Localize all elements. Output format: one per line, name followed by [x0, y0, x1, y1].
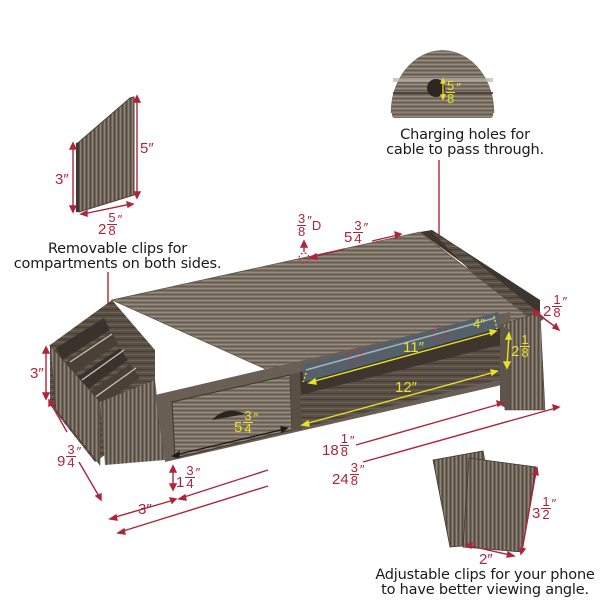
clip-height-short-label: 3″	[55, 171, 69, 188]
shelf-width-label: 12″	[395, 379, 417, 396]
slot-width-label: 4″	[473, 316, 485, 331]
charging-hole-dimension-arrow	[439, 77, 447, 101]
red-dimension-lines	[41, 230, 561, 535]
phone-clips-caption: Adjustable clips for your phone to have …	[375, 567, 595, 598]
phone-clip-width-label: 2″	[479, 551, 493, 568]
compartment-height-label: 3″	[30, 365, 44, 382]
phone-clip-dimension-lines	[464, 466, 539, 558]
slot-length-label: 11″	[403, 339, 424, 356]
yellow-dimension-lines	[171, 315, 512, 458]
side-width-label: 3″	[138, 501, 152, 518]
clip-height-tall-label: 5″	[140, 140, 154, 157]
charging-holes-caption: Charging holes for cable to pass through…	[386, 127, 544, 158]
removable-clips-caption: Removable clips for compartments on both…	[13, 241, 222, 272]
phone-clips	[432, 450, 537, 553]
monitor-stand	[49, 230, 546, 466]
removable-clip-piece	[76, 96, 135, 213]
removable-clip-dimension-lines	[68, 94, 142, 217]
